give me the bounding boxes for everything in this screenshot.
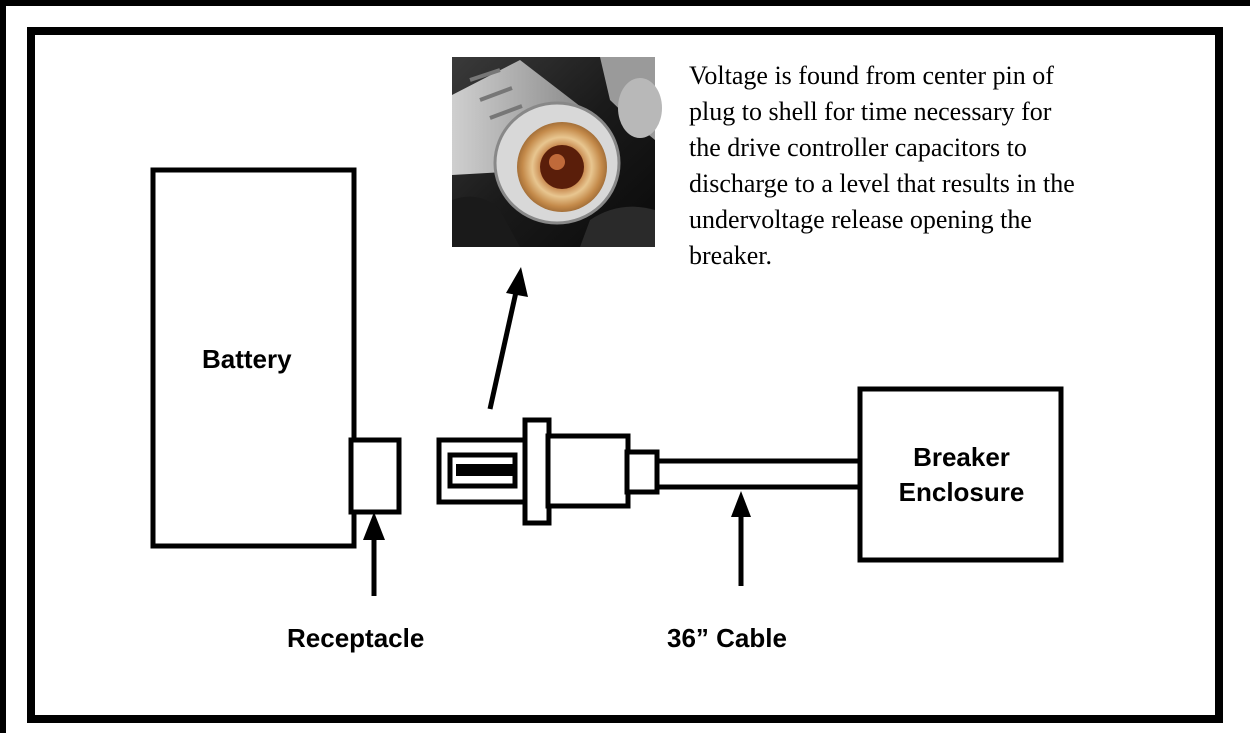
breaker-enclosure-box xyxy=(857,386,1064,563)
note-line: Voltage is found from center pin of xyxy=(689,61,1054,90)
plug-center-pin xyxy=(456,464,514,476)
note-line: discharge to a level that results in the xyxy=(689,169,1075,198)
plug xyxy=(436,417,660,526)
plug-flange xyxy=(522,417,552,526)
cable xyxy=(655,458,862,490)
note-line: the drive controller capacitors to xyxy=(689,133,1027,162)
note-line: plug to shell for time necessary for xyxy=(689,97,1052,126)
plug-boot xyxy=(624,449,660,495)
voltage-note: Voltage is found from center pin of plug… xyxy=(689,58,1229,274)
cable-arrow xyxy=(731,491,751,586)
receptacle-label: Receptacle xyxy=(287,623,425,653)
plug-photo-icon xyxy=(452,57,662,247)
note-line: undervoltage release opening the xyxy=(689,205,1032,234)
breaker-label-line1: Breaker xyxy=(913,442,1010,472)
breaker-label-line2: Enclosure xyxy=(898,477,1025,507)
breaker-enclosure-label: Breaker Enclosure xyxy=(860,440,1063,510)
cable-label: 36” Cable xyxy=(667,623,787,653)
receptacle-arrow xyxy=(363,512,385,596)
battery-box xyxy=(150,167,357,549)
battery-label: Battery xyxy=(202,344,292,374)
inner-frame xyxy=(27,27,1223,723)
note-line: breaker. xyxy=(689,241,773,270)
receptacle-box xyxy=(348,437,402,515)
plug-photo-arrow xyxy=(487,267,528,410)
plug-body xyxy=(545,433,631,509)
